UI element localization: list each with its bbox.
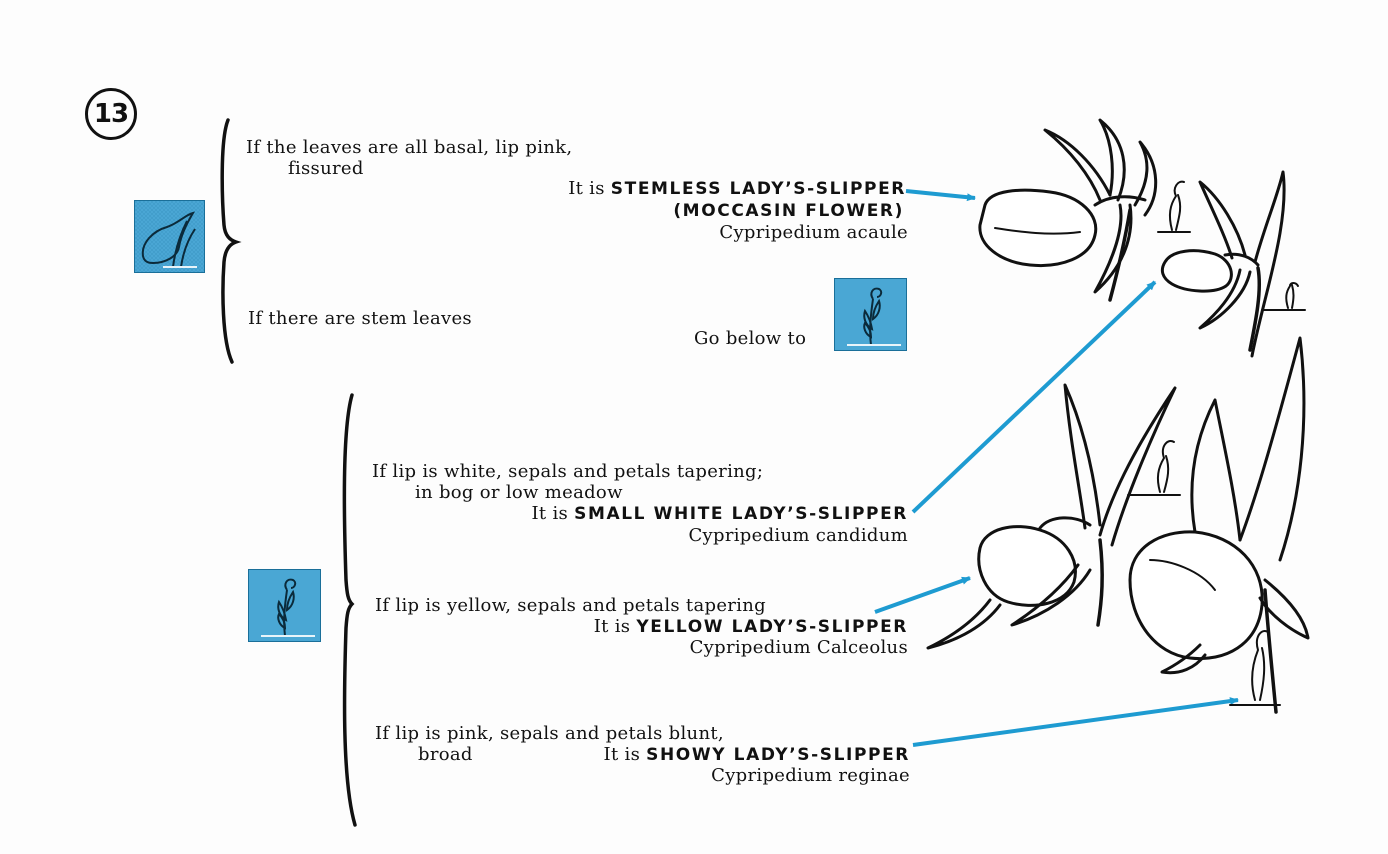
arrow-small-white <box>911 280 1157 514</box>
yellow-option-line1: If lip is yellow, sepals and petals tape… <box>375 595 766 616</box>
common-name-showy: SHOWY LADY’S-SLIPPER <box>646 745 910 765</box>
stem-leaf-plant-icon <box>248 569 321 642</box>
key-number: 13 <box>93 99 129 129</box>
result-prefix: It is <box>531 503 569 524</box>
common-name-moccasin-flower: (MOCCASIN FLOWER) <box>673 201 904 221</box>
couplet-a-option2: If there are stem leaves <box>248 308 472 329</box>
white-option-line1: If lip is white, sepals and petals taper… <box>372 461 764 482</box>
scientific-name-candidum: Cypripedium candidum <box>688 525 908 546</box>
basal-leaf-slipper-icon <box>134 200 205 273</box>
result-small-white: It is SMALL WHITE LADY’S-SLIPPER <box>532 503 908 525</box>
common-name-small-white: SMALL WHITE LADY’S-SLIPPER <box>574 504 908 524</box>
result-prefix: It is <box>568 178 605 199</box>
result-stemless: It is STEMLESS LADY’S-SLIPPER <box>568 178 906 200</box>
pink-option-line1: If lip is pink, sepals and petals blunt, <box>375 723 724 744</box>
key-number-badge: 13 <box>85 88 137 140</box>
showy-ladys-slipper-illustration <box>1128 336 1310 714</box>
couplet-a-option1-line2: fissured <box>288 158 364 179</box>
small-white-ladys-slipper-illustration <box>1160 170 1306 358</box>
result-showy: It is SHOWY LADY’S-SLIPPER <box>604 744 910 766</box>
common-name-stemless: STEMLESS LADY’S-SLIPPER <box>610 179 906 199</box>
stemless-ladys-slipper-illustration <box>978 118 1191 302</box>
brace-couplet-b <box>342 393 357 827</box>
arrow-showy <box>912 697 1239 747</box>
couplet-a-option1-line1: If the leaves are all basal, lip pink, <box>246 137 573 158</box>
stem-leaf-plant-icon <box>834 278 907 351</box>
scientific-name-reginae: Cypripedium reginae <box>711 765 910 786</box>
arrow-yellow <box>874 576 971 614</box>
go-below-label: Go below to <box>694 328 807 349</box>
arrow-stemless <box>905 189 976 202</box>
common-name-yellow: YELLOW LADY’S-SLIPPER <box>636 617 908 637</box>
scientific-name-acaule: Cypripedium acaule <box>719 222 908 243</box>
white-option-line2: in bog or low meadow <box>415 482 623 503</box>
result-prefix: It is <box>593 616 631 637</box>
scientific-name-calceolus: Cypripedium Calceolus <box>689 637 908 658</box>
yellow-ladys-slipper-illustration <box>926 383 1181 650</box>
result-prefix: It is <box>603 744 641 765</box>
brace-couplet-a <box>220 118 242 364</box>
pink-option-line2: broad <box>418 744 473 765</box>
result-yellow: It is YELLOW LADY’S-SLIPPER <box>594 616 908 638</box>
